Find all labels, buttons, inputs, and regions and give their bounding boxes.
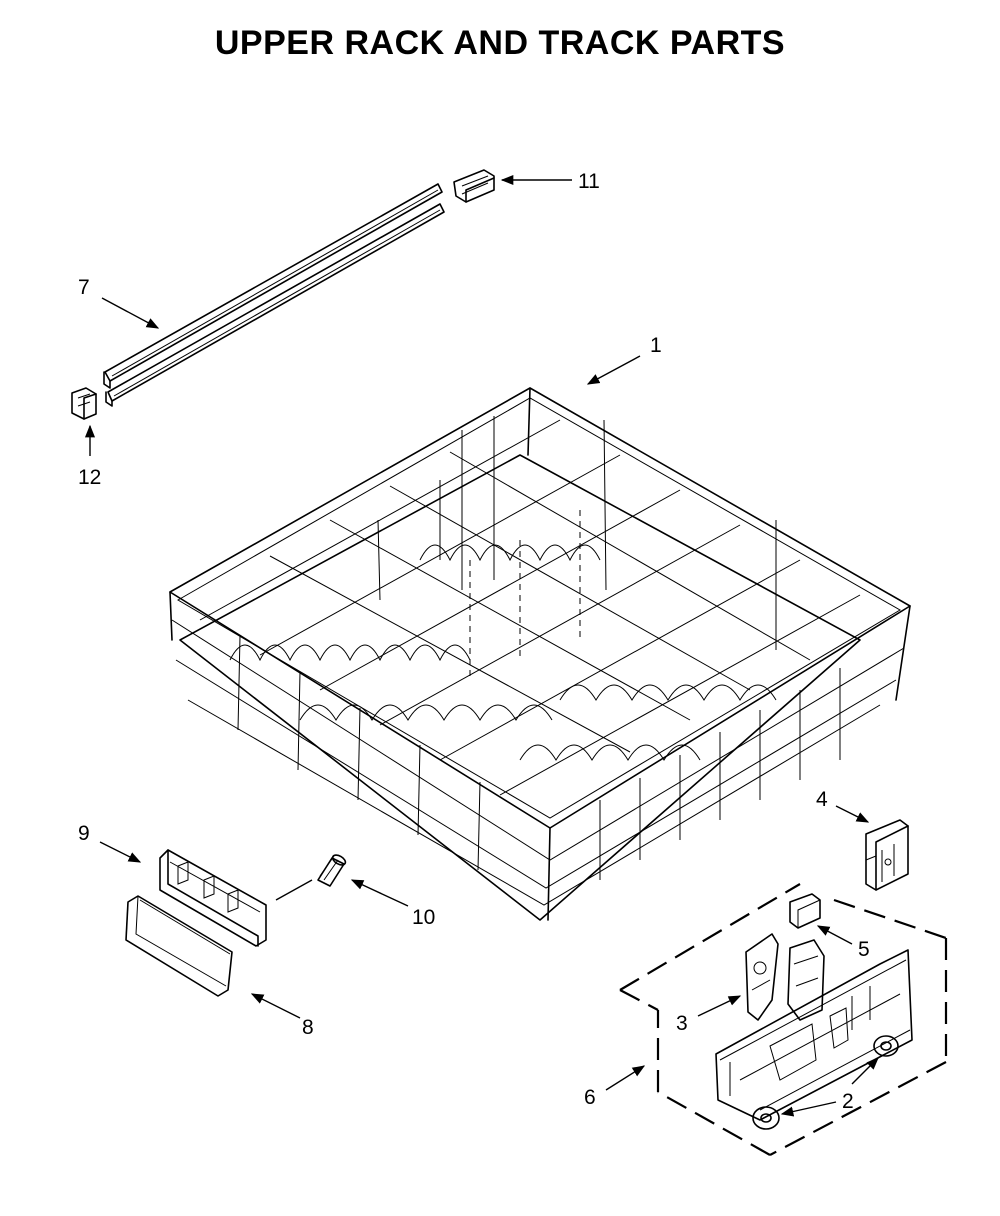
upper-rack-part-1[interactable] <box>169 387 911 921</box>
callout-11: 11 <box>578 170 600 193</box>
wheel-part-2-upper[interactable] <box>873 1035 899 1057</box>
track-end-cap-part-12[interactable] <box>71 387 97 420</box>
callout-8: 8 <box>302 1016 314 1039</box>
handle-part-8[interactable] <box>125 895 233 997</box>
lever-part-3[interactable] <box>745 933 779 1021</box>
adjuster-assembly-part-6[interactable] <box>619 883 948 1156</box>
callout-7: 7 <box>78 276 90 299</box>
page-title: UPPER RACK AND TRACK PARTS <box>214 24 786 62</box>
latch-body <box>787 939 825 1021</box>
callout-5: 5 <box>858 938 870 961</box>
wheel-part-2-lower[interactable] <box>752 1106 780 1130</box>
callout-1: 1 <box>650 334 662 357</box>
callout-2: 2 <box>842 1090 854 1113</box>
callout-6: 6 <box>584 1086 596 1109</box>
callout-3: 3 <box>676 1012 688 1035</box>
pin-part-10[interactable] <box>317 853 347 887</box>
adjuster-clip-part-4[interactable] <box>865 819 909 891</box>
callout-12: 12 <box>78 466 101 489</box>
adjuster-housing <box>715 949 913 1121</box>
callout-labels: 11 7 12 1 4 9 10 5 8 3 6 2 <box>78 170 870 1113</box>
track-rail-part-7[interactable] <box>103 183 445 407</box>
callout-9: 9 <box>78 822 90 845</box>
leader-lines <box>84 174 879 1117</box>
callout-10: 10 <box>412 906 435 929</box>
latch-button-part-5[interactable] <box>789 893 821 929</box>
track-stop-part-11[interactable] <box>453 169 495 203</box>
callout-4: 4 <box>816 788 828 811</box>
handle-bracket-part-9[interactable] <box>159 849 267 947</box>
